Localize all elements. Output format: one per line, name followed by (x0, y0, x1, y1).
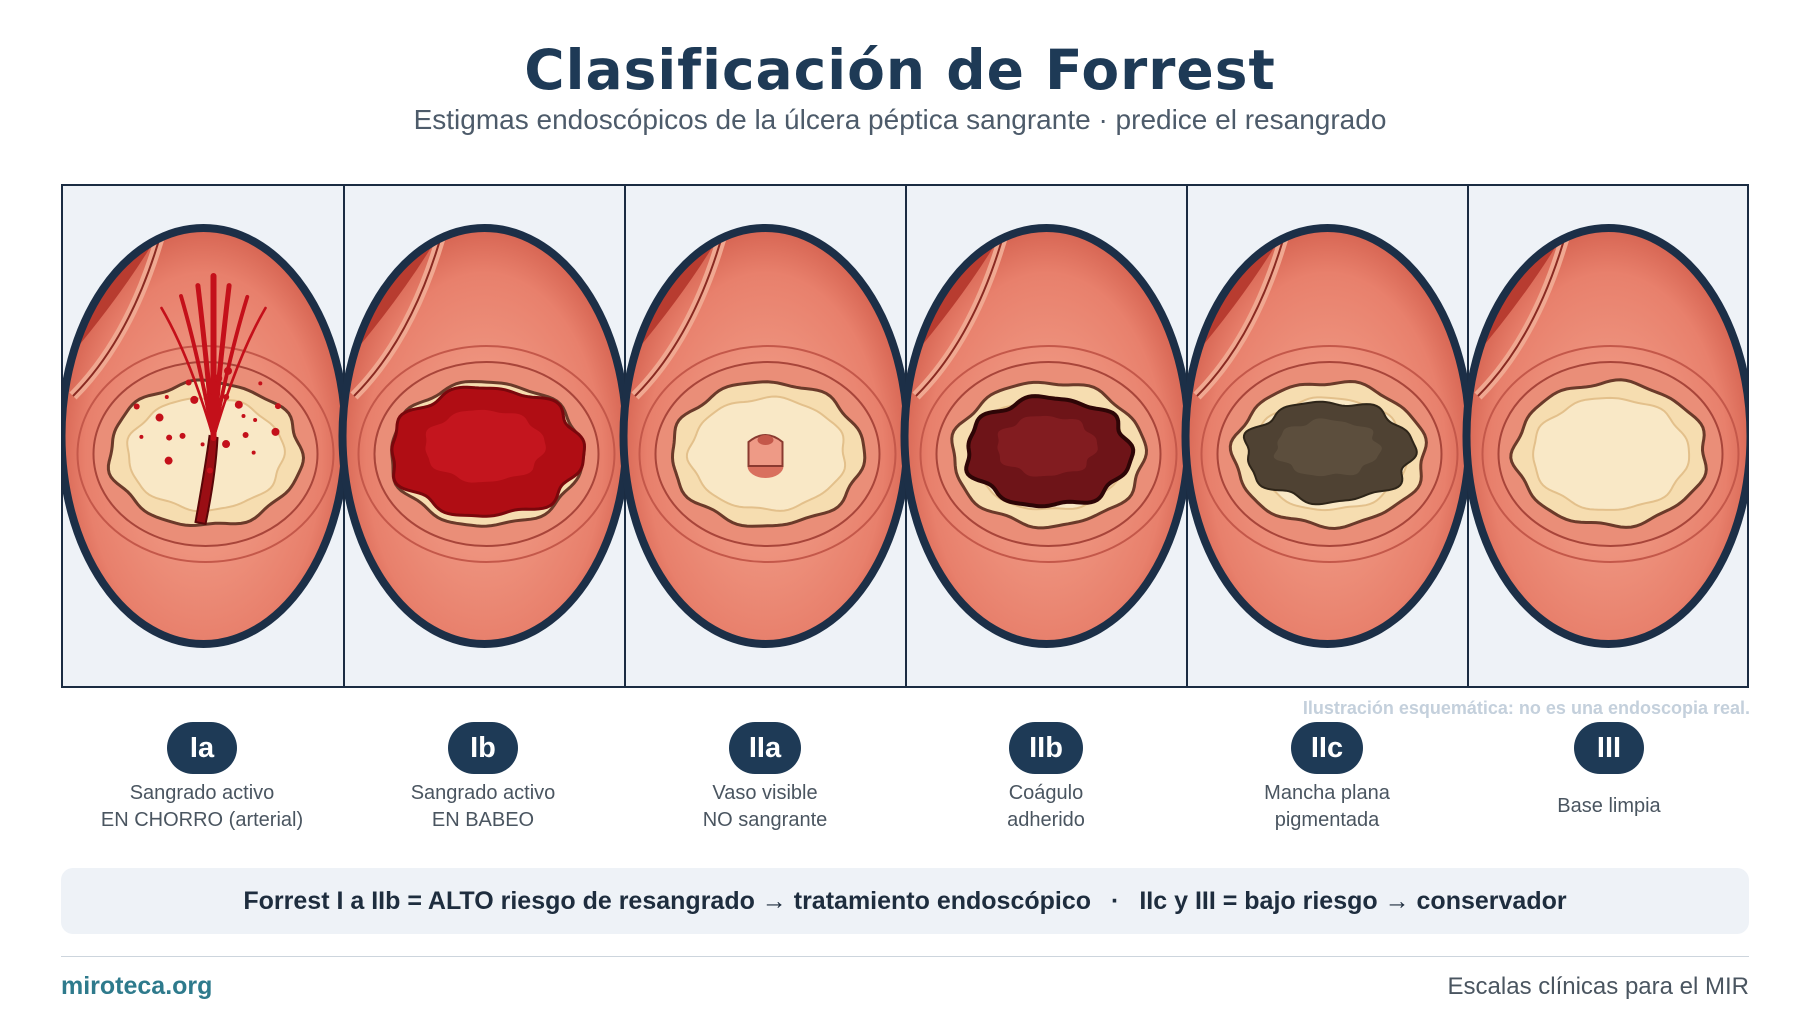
stage-description: Sangrado activo EN BABEO (342, 780, 624, 834)
stage-description-line1: Vaso visible (712, 782, 818, 804)
stage-description-line2: adherido (1007, 809, 1085, 831)
endoscopic-view-spurting-bleeding (63, 224, 350, 648)
stage-ib: Ib Sangrado activo EN BABEO (342, 722, 624, 834)
stage-iia: IIa Vaso visible NO sangrante (624, 722, 906, 834)
site-link[interactable]: miroteca.org (61, 972, 213, 1000)
footer-tagline: Escalas clínicas para el MIR (1447, 973, 1749, 1000)
stage-description: Mancha plana pigmentada (1186, 780, 1468, 834)
stage-description-line1: Sangrado activo (129, 782, 275, 804)
stage-ia: Ia Sangrado activo EN CHORRO (arterial) (61, 722, 343, 834)
stage-badge: III (1574, 722, 1644, 774)
endoscopy-illustrations (63, 186, 1747, 686)
disclaimer-note: Ilustración esquemática: no es una endos… (1302, 698, 1750, 718)
endoscopy-illustration-strip (61, 184, 1749, 688)
stage-description: Coágulo adherido (905, 780, 1187, 834)
low-risk-summary: IIc y III = bajo riesgo → conservador (1139, 887, 1567, 915)
stage-iii: III Base limpia (1468, 722, 1750, 820)
stage-description-line1: Coágulo (1008, 782, 1084, 804)
high-risk-summary: Forrest I a IIb = ALTO riesgo de resangr… (243, 887, 1092, 915)
endoscopic-view-pigmented-spot (1181, 186, 1474, 686)
stage-description-line1: Mancha plana (1264, 782, 1390, 804)
page-title: Clasificación de Forrest (524, 38, 1276, 102)
stage-badge: Ia (167, 722, 237, 774)
stage-description-line2: NO sangrante (702, 809, 828, 831)
stage-badge: IIb (1009, 722, 1083, 774)
stage-description: Sangrado activo EN CHORRO (arterial) (61, 780, 343, 834)
stage-iib: IIb Coágulo adherido (905, 722, 1187, 834)
stage-description-line2: pigmentada (1274, 809, 1380, 831)
endoscopic-view-adherent-clot (900, 186, 1193, 686)
stage-description: Vaso visible NO sangrante (624, 780, 906, 834)
summary-separator: · (1111, 887, 1120, 915)
footer-divider (61, 956, 1749, 957)
stage-badge: Ib (448, 722, 518, 774)
stage-description-line1: Base limpia (1557, 795, 1661, 817)
stage-description: Base limpia (1468, 780, 1750, 820)
endoscopic-view-clean-base (1462, 186, 1747, 686)
stage-description-line2: EN BABEO (431, 809, 535, 831)
page-subtitle: Estigmas endoscópicos de la úlcera pépti… (413, 104, 1387, 135)
stage-badge: IIa (728, 722, 802, 774)
endoscopic-view-oozing-bleeding (338, 186, 631, 686)
endoscopic-view-visible-vessel (619, 186, 912, 686)
risk-summary-box: Forrest I a IIb = ALTO riesgo de resangr… (61, 868, 1749, 934)
stage-iic: IIc Mancha plana pigmentada (1186, 722, 1468, 834)
stage-badge: IIc (1290, 722, 1364, 774)
stage-description-line2: EN CHORRO (arterial) (100, 809, 304, 831)
stage-description-line1: Sangrado activo (410, 782, 556, 804)
